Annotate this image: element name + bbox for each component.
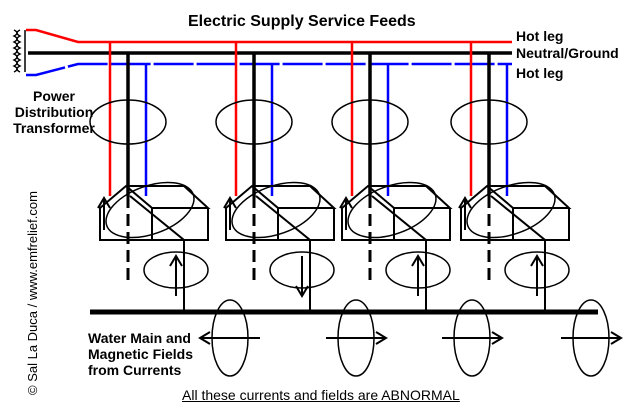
water-main-label: Water Main and Magnetic Fields from Curr… [88,330,194,379]
vertical-current-arrow [411,254,425,296]
house-field-ellipse [347,181,437,239]
drop-field-ellipse [215,99,293,145]
house-roof [126,185,211,241]
hot-leg-bottom-label: Hot leg [516,65,564,81]
house-front [341,184,395,241]
house-group [89,42,623,377]
house-front [460,184,514,241]
hot-leg-bottom-line [26,62,512,77]
water-main-current-arrow [198,331,260,345]
house-roof [487,185,572,241]
house-current-arrow [223,196,237,230]
drop-field-ellipse [450,99,528,145]
water-main-current-arrow [561,331,623,345]
transformer-label: Power Distribution Transformer [13,88,95,137]
house-front [225,184,279,241]
copyright-notice: © Sal La Duca / www.emfrelief.com [25,191,40,395]
hot-leg-top-label: Hot leg [516,28,564,44]
house-current-arrow [97,196,111,230]
house-current-arrow [458,196,472,230]
drop-field-ellipse [331,99,409,145]
house-front [99,184,153,241]
transformer-coils [12,29,26,73]
vertical-current-arrow [530,254,544,296]
water-main-current-arrow [326,331,388,345]
diagram-title: Electric Supply Service Feeds [188,13,416,30]
footer-note: All these currents and fields are ABNORM… [182,387,460,403]
house-field-ellipse [231,181,321,239]
neutral-ground-label: Neutral/Ground [516,45,619,61]
house-roof [368,185,453,241]
vertical-current-arrow [169,254,183,296]
house-roof [252,185,337,241]
drop-field-ellipse [89,99,167,145]
house-field-ellipse [466,181,556,239]
water-main-current-arrow [442,331,504,345]
hot-leg-top-line [26,28,512,44]
vertical-current-arrow [295,256,309,298]
house-current-arrow [339,196,353,230]
house-field-ellipse [105,181,195,239]
